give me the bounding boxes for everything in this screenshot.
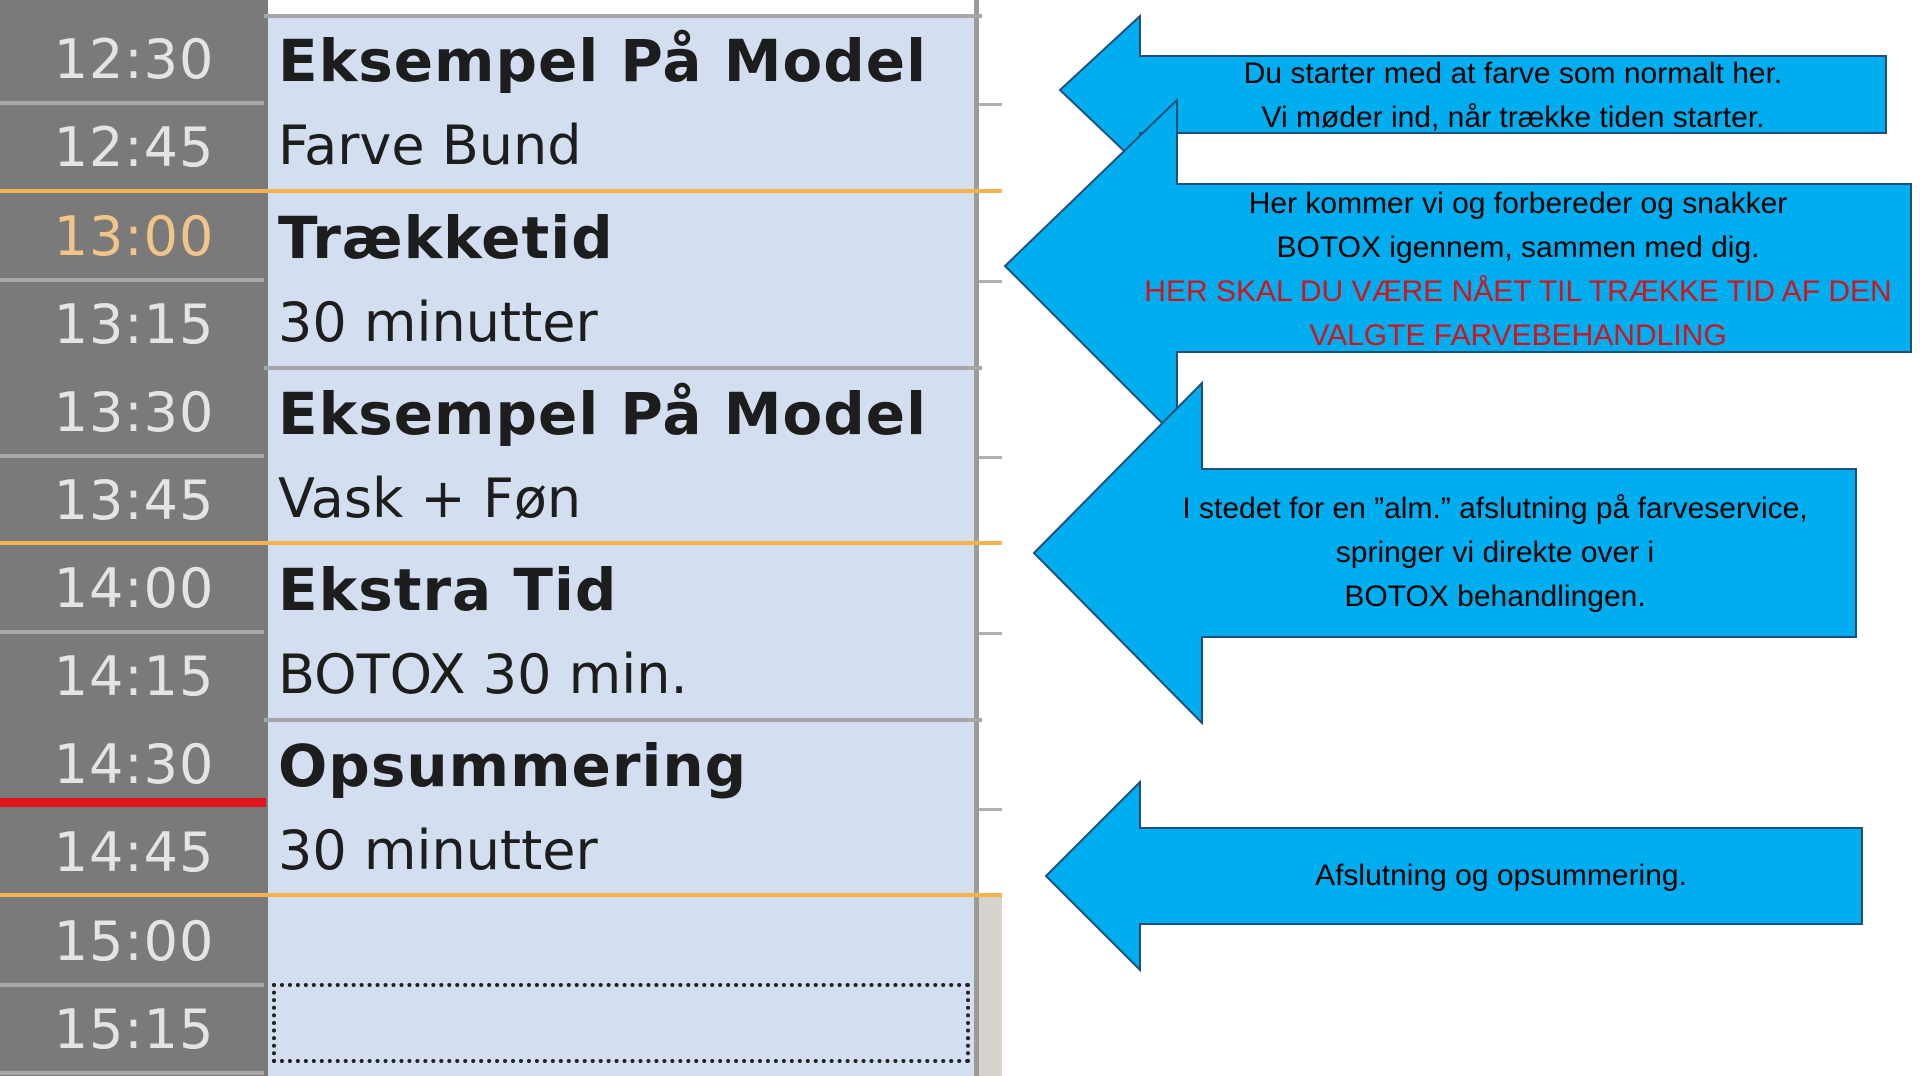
appointment-subtitle[interactable]: Vask + Føn bbox=[278, 466, 582, 530]
current-time-indicator bbox=[0, 798, 266, 807]
time-divider bbox=[0, 630, 264, 634]
selected-empty-slot[interactable] bbox=[272, 983, 970, 1063]
callout-4-line-1: Afslutning og opsummering. bbox=[1315, 859, 1687, 892]
appointment-divider bbox=[264, 366, 982, 370]
time-slot-1330: 13:30 bbox=[53, 380, 215, 444]
time-slot-1230: 12:30 bbox=[53, 27, 215, 91]
hour-marker-line bbox=[0, 893, 1002, 897]
calendar-day-view: 12:30 12:45 13:00 13:15 13:30 13:45 14:0… bbox=[0, 0, 1002, 1076]
grid-tick bbox=[979, 103, 1002, 106]
grid-tick bbox=[979, 280, 1002, 283]
callout-3-text: I stedet for en ”alm.” afslutning på far… bbox=[1134, 487, 1856, 619]
time-divider bbox=[0, 454, 264, 458]
time-slot-1345: 13:45 bbox=[53, 468, 215, 532]
callout-4-text: Afslutning og opsummering. bbox=[1140, 854, 1862, 898]
appointment-divider bbox=[264, 14, 982, 18]
callout-1-line-2: Vi møder ind, når trække tiden starter. bbox=[1261, 101, 1765, 134]
time-slot-1430: 14:30 bbox=[53, 732, 215, 796]
callout-2-line-2: BOTOX igennem, sammen med dig. bbox=[1276, 231, 1760, 264]
time-slot-1315: 13:15 bbox=[53, 292, 215, 356]
time-slot-1515: 15:15 bbox=[53, 997, 215, 1061]
callout-3-line-1: I stedet for en ”alm.” afslutning på far… bbox=[1182, 492, 1808, 525]
left-arrow-shape bbox=[1032, 380, 1857, 726]
calendar-right-strip bbox=[979, 0, 1002, 1076]
callout-2-line-1: Her kommer vi og forbereder og snakker bbox=[1248, 187, 1788, 220]
left-arrow-shape bbox=[1044, 779, 1863, 973]
time-divider bbox=[0, 1071, 264, 1075]
appointment-divider bbox=[264, 718, 982, 722]
appointment-column-border bbox=[974, 0, 979, 1076]
time-divider bbox=[0, 101, 264, 105]
callout-2-warning-1: HER SKAL DU VÆRE NÅET TIL TRÆKKE TID AF … bbox=[1144, 275, 1892, 308]
appointment-subtitle[interactable]: BOTOX 30 min. bbox=[278, 642, 688, 706]
appointment-title[interactable]: Eksempel På Model bbox=[278, 380, 927, 448]
time-slot-1500: 15:00 bbox=[53, 909, 215, 973]
callout-2-warning-2: VALGTE FARVEBEHANDLING bbox=[1309, 319, 1727, 352]
callout-3-line-3: BOTOX behandlingen. bbox=[1344, 580, 1646, 613]
callout-3-line-2: springer vi direkte over i bbox=[1335, 536, 1655, 569]
appointment-title[interactable]: Ekstra Tid bbox=[278, 556, 618, 624]
time-slot-1300: 13:00 bbox=[53, 204, 215, 268]
time-divider bbox=[0, 983, 264, 987]
time-slot-1400: 14:00 bbox=[53, 556, 215, 620]
callout-arrow-3: I stedet for en ”alm.” afslutning på far… bbox=[1032, 380, 1860, 726]
appointment-title[interactable]: Opsummering bbox=[278, 732, 748, 800]
appointment-title[interactable]: Trækketid bbox=[278, 204, 614, 272]
appointment-column-top-gap bbox=[268, 0, 978, 14]
time-slot-1445: 14:45 bbox=[53, 820, 215, 884]
callout-2-text: Her kommer vi og forbereder og snakker B… bbox=[1125, 182, 1911, 358]
hour-marker-line bbox=[0, 541, 1002, 545]
callout-arrow-2: Her kommer vi og forbereder og snakker B… bbox=[1003, 97, 1915, 441]
callout-1-text: Du starter med at farve som normalt her.… bbox=[1140, 52, 1886, 140]
grid-tick bbox=[979, 456, 1002, 459]
time-divider bbox=[0, 278, 264, 282]
time-slot-1415: 14:15 bbox=[53, 644, 215, 708]
callout-arrow-4: Afslutning og opsummering. bbox=[1044, 779, 1866, 973]
grid-tick bbox=[979, 808, 1002, 811]
appointment-title[interactable]: Eksempel På Model bbox=[278, 27, 927, 95]
appointment-subtitle[interactable]: 30 minutter bbox=[278, 818, 598, 882]
grid-tick bbox=[979, 632, 1002, 635]
time-slot-1245: 12:45 bbox=[53, 115, 215, 179]
appointment-subtitle[interactable]: 30 minutter bbox=[278, 290, 598, 354]
appointment-subtitle[interactable]: Farve Bund bbox=[278, 113, 582, 177]
callout-1-line-1: Du starter med at farve som normalt her. bbox=[1243, 57, 1783, 90]
hour-marker-line bbox=[0, 189, 1002, 193]
calendar-empty-area bbox=[979, 895, 1002, 1076]
